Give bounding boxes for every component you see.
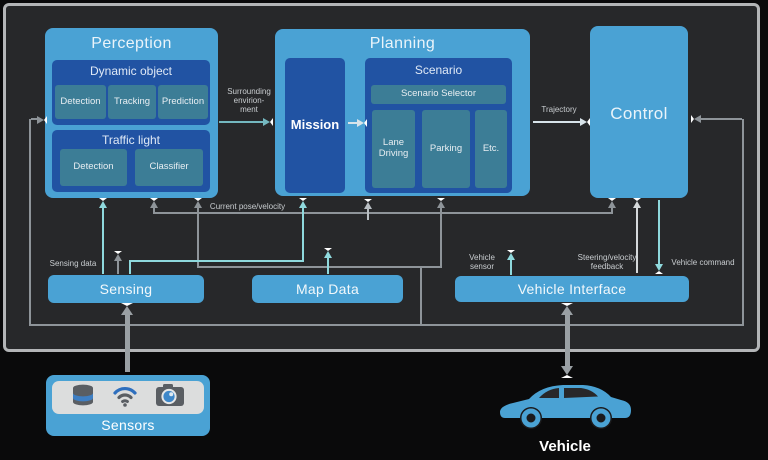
arrowhead <box>150 198 158 208</box>
arrowhead <box>299 198 307 208</box>
wire-segment <box>348 122 360 124</box>
arrowhead <box>324 248 332 258</box>
label-current-pose-velocity: Current pose/velocity <box>209 202 286 211</box>
traffic-light-title: Traffic light <box>101 133 161 147</box>
wire-segment <box>696 118 742 120</box>
wire-segment <box>420 266 422 326</box>
arrowhead <box>114 251 122 261</box>
mission-box: Mission <box>285 58 345 193</box>
wire-segment <box>658 200 660 266</box>
wire-segment <box>565 311 570 368</box>
control-box: Control <box>590 26 688 198</box>
vehicle-car-icon <box>495 378 635 430</box>
dynamic-object-title: Dynamic object <box>89 64 173 78</box>
wire-segment <box>102 203 104 274</box>
arrowhead <box>691 115 701 123</box>
arrowhead <box>99 198 107 208</box>
wire-segment <box>742 119 744 326</box>
arrowhead <box>357 119 367 127</box>
wire-segment <box>533 121 583 123</box>
label-sensing-data: Sensing data <box>49 259 97 268</box>
wire-segment <box>302 203 304 261</box>
wire-segment <box>153 203 155 213</box>
arrowhead <box>561 303 573 315</box>
wire-segment <box>125 311 130 372</box>
map-data-box: Map Data <box>252 275 403 303</box>
wire-segment <box>197 266 442 268</box>
database-icon <box>71 383 95 413</box>
planning-box: Planning Mission Scenario Scenario Selec… <box>275 29 530 196</box>
arrowhead <box>580 118 590 126</box>
wire-segment <box>197 203 199 268</box>
vehicle-title: Vehicle <box>539 438 591 455</box>
sensor-icon-bar <box>52 381 204 414</box>
wire-segment <box>117 256 119 274</box>
arrowhead <box>37 116 47 124</box>
wire-segment <box>636 203 638 273</box>
sensing-box: Sensing <box>48 275 204 303</box>
dynamic-prediction-box: Prediction <box>158 85 208 119</box>
lane-driving-box: Lane Driving <box>372 110 415 188</box>
label-steering-velocity-feedback: Steering/velocity feedback <box>577 253 637 272</box>
arrowhead <box>633 198 641 208</box>
arrowhead <box>507 250 515 260</box>
vehicle-interface-box: Vehicle Interface <box>455 276 689 302</box>
wire-segment <box>367 204 369 220</box>
scenario-selector-box: Scenario Selector <box>371 85 506 104</box>
arrowhead <box>194 198 202 208</box>
scenario-title: Scenario <box>414 63 463 77</box>
arrowhead <box>561 366 573 378</box>
arrowhead <box>121 303 133 315</box>
wire-segment <box>29 324 744 326</box>
planning-title: Planning <box>369 35 436 52</box>
label-vehicle-command: Vehicle command <box>671 258 735 267</box>
scenario-box: Scenario Scenario Selector Lane Driving … <box>365 58 512 193</box>
perception-box: Perception Dynamic object Detection Trac… <box>45 28 218 198</box>
wire-segment <box>327 253 329 274</box>
wire-segment <box>29 119 31 326</box>
dynamic-detection-box: Detection <box>55 85 106 119</box>
perception-title: Perception <box>91 35 172 52</box>
traffic-light-box: Traffic light Detection Classifier <box>52 130 210 192</box>
traffic-classifier-box: Classifier <box>135 149 203 186</box>
wire-segment <box>219 121 267 123</box>
sensors-box: Sensors <box>46 375 210 436</box>
wire-segment <box>31 118 40 120</box>
control-title: Control <box>610 104 668 123</box>
dynamic-tracking-box: Tracking <box>108 85 156 119</box>
wifi-icon <box>112 384 138 412</box>
wire-segment <box>510 255 512 275</box>
dynamic-object-box: Dynamic object Detection Tracking Predic… <box>52 60 210 125</box>
arrowhead <box>655 264 663 274</box>
etc-box: Etc. <box>475 110 507 188</box>
arrowhead <box>608 198 616 208</box>
arrowhead <box>364 199 372 209</box>
parking-box: Parking <box>422 110 470 188</box>
arrowhead <box>263 118 273 126</box>
sensors-title: Sensors <box>101 417 155 433</box>
wire-segment <box>153 212 613 214</box>
wire-segment <box>129 260 131 274</box>
wire-segment <box>129 260 304 262</box>
camera-icon <box>155 383 185 412</box>
label-vehicle-sensor: Vehicle sensor <box>469 253 495 272</box>
label-surrounding-environment: Surrounding envirion- ment <box>227 87 271 115</box>
arrowhead <box>437 198 445 208</box>
wire-segment <box>440 203 442 267</box>
traffic-detection-box: Detection <box>60 149 127 186</box>
wire-segment <box>611 203 613 213</box>
label-trajectory: Trajectory <box>541 105 577 114</box>
